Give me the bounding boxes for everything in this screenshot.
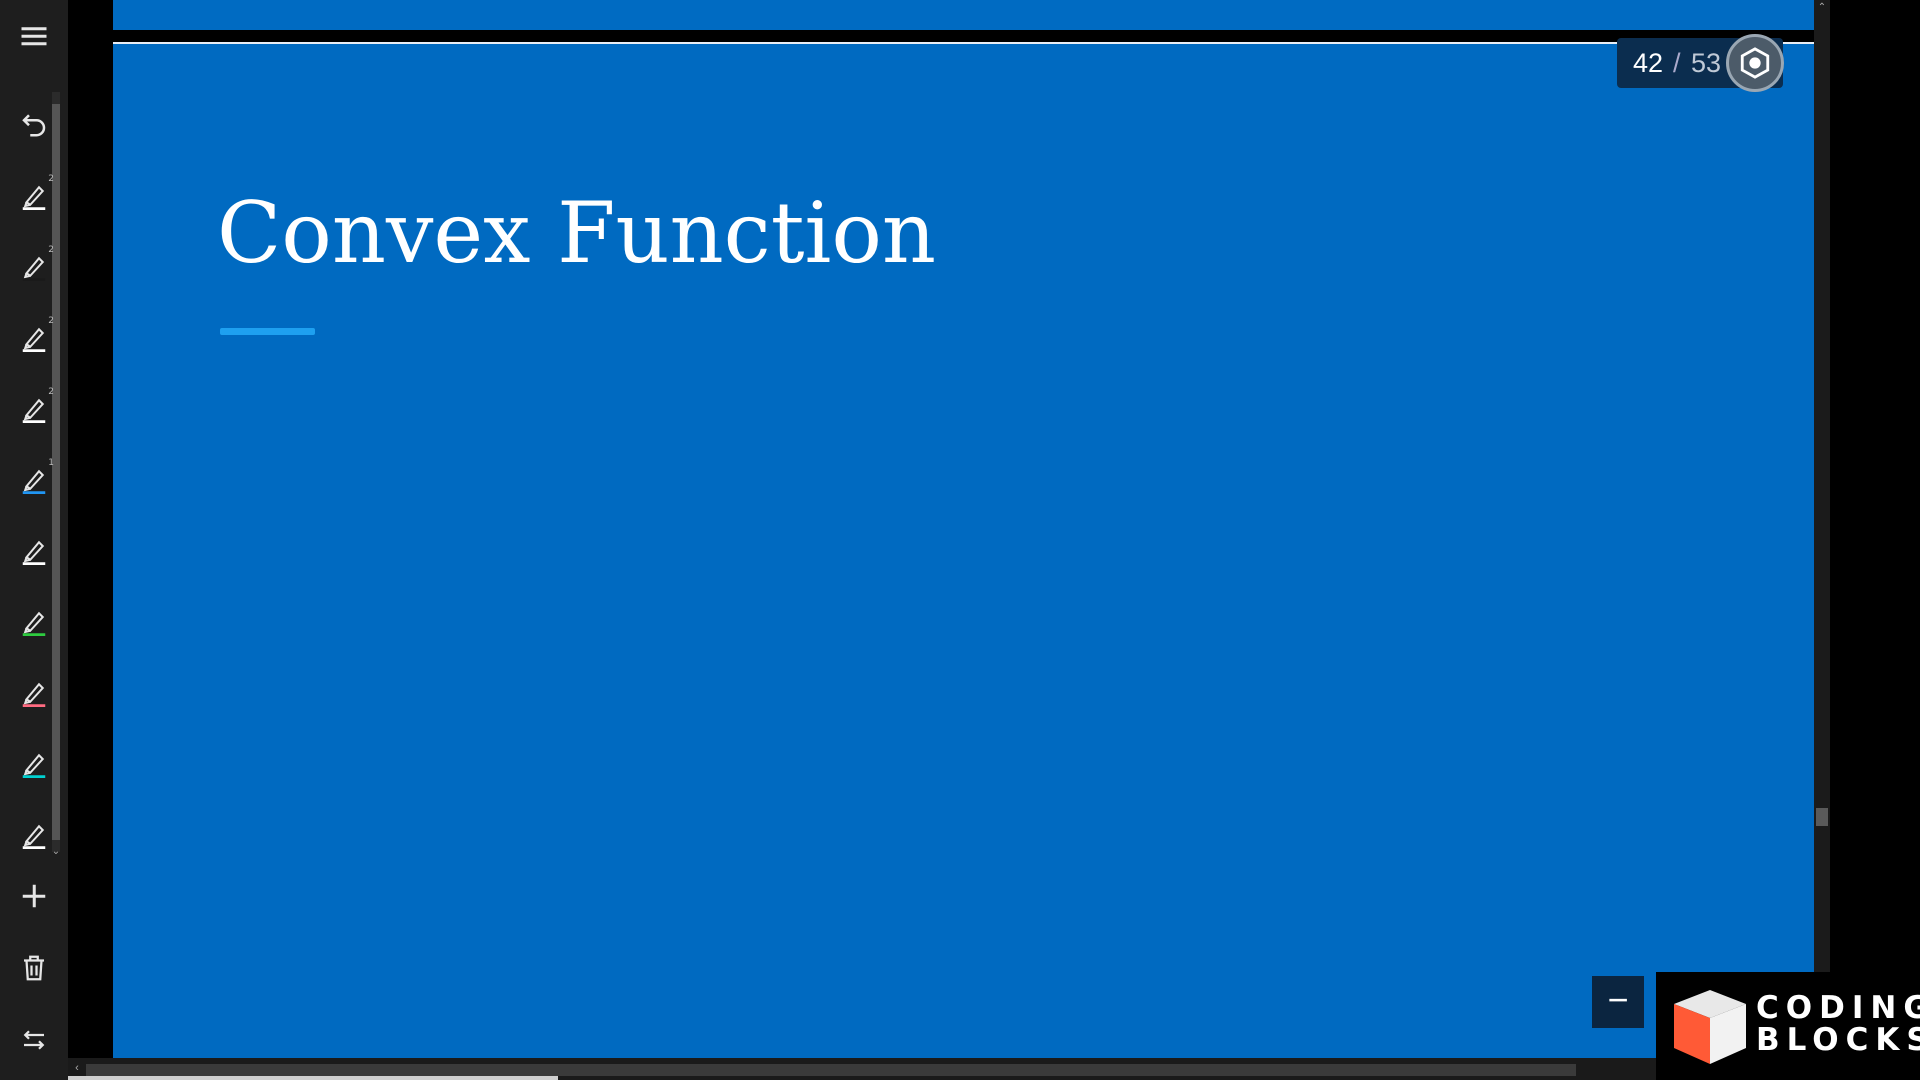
toolbar-scroll-down-icon[interactable]: ⌄ xyxy=(51,846,61,857)
logo-line-2: BLOCKS xyxy=(1756,1022,1920,1058)
title-underline xyxy=(220,328,315,335)
page-separator: / xyxy=(1673,48,1681,78)
pen-1-icon[interactable]: 2 xyxy=(6,168,62,224)
total-pages: 53 xyxy=(1691,48,1722,78)
undo-icon[interactable] xyxy=(6,96,62,152)
pen-6-icon[interactable] xyxy=(6,523,62,579)
pen-2-icon[interactable]: 2 xyxy=(6,239,62,295)
pen-5-icon[interactable]: 1 xyxy=(6,452,62,508)
pen-8-icon[interactable] xyxy=(6,665,62,721)
current-page: 42 xyxy=(1633,48,1664,78)
trash-icon[interactable] xyxy=(6,940,62,996)
previous-slide-strip xyxy=(113,0,1814,30)
vertical-scrollbar[interactable] xyxy=(1814,0,1830,1058)
vertical-scroll-thumb[interactable] xyxy=(1816,808,1828,826)
hexagon-settings-icon[interactable] xyxy=(1726,34,1784,92)
logo-text: CODING BLOCKS xyxy=(1756,992,1920,1056)
pen-10-icon[interactable] xyxy=(6,807,62,863)
pen-count: 2 xyxy=(48,174,54,184)
swap-arrows-icon[interactable] xyxy=(6,1012,62,1068)
pen-count: 2 xyxy=(48,316,54,326)
scroll-up-icon[interactable]: ⌃ xyxy=(1817,2,1827,13)
pen-4-icon[interactable]: 2 xyxy=(6,381,62,437)
slide-title: Convex Function xyxy=(217,184,937,282)
toolbar-scroll-thumb[interactable] xyxy=(52,104,60,840)
slide[interactable]: Convex Function xyxy=(113,44,1814,1058)
pen-3-icon[interactable]: 2 xyxy=(6,310,62,366)
slide-divider xyxy=(113,42,1814,44)
zoom-out-button[interactable]: − xyxy=(1592,976,1644,1028)
pen-count: 2 xyxy=(48,387,54,397)
logo-line-1: CODING xyxy=(1756,990,1920,1026)
cube-logo-icon xyxy=(1674,990,1746,1064)
pen-7-icon[interactable] xyxy=(6,594,62,650)
scroll-left-icon[interactable]: ‹ xyxy=(75,1062,79,1074)
pen-count: 1 xyxy=(48,458,54,468)
plus-icon[interactable] xyxy=(6,868,62,924)
horizontal-scroll-thumb[interactable] xyxy=(86,1064,1576,1076)
hamburger-menu-icon[interactable] xyxy=(6,8,62,64)
video-progress-bar xyxy=(68,1076,558,1080)
pen-9-icon[interactable] xyxy=(6,736,62,792)
pen-count: 2 xyxy=(48,245,54,255)
coding-blocks-logo: CODING BLOCKS xyxy=(1656,972,1920,1080)
